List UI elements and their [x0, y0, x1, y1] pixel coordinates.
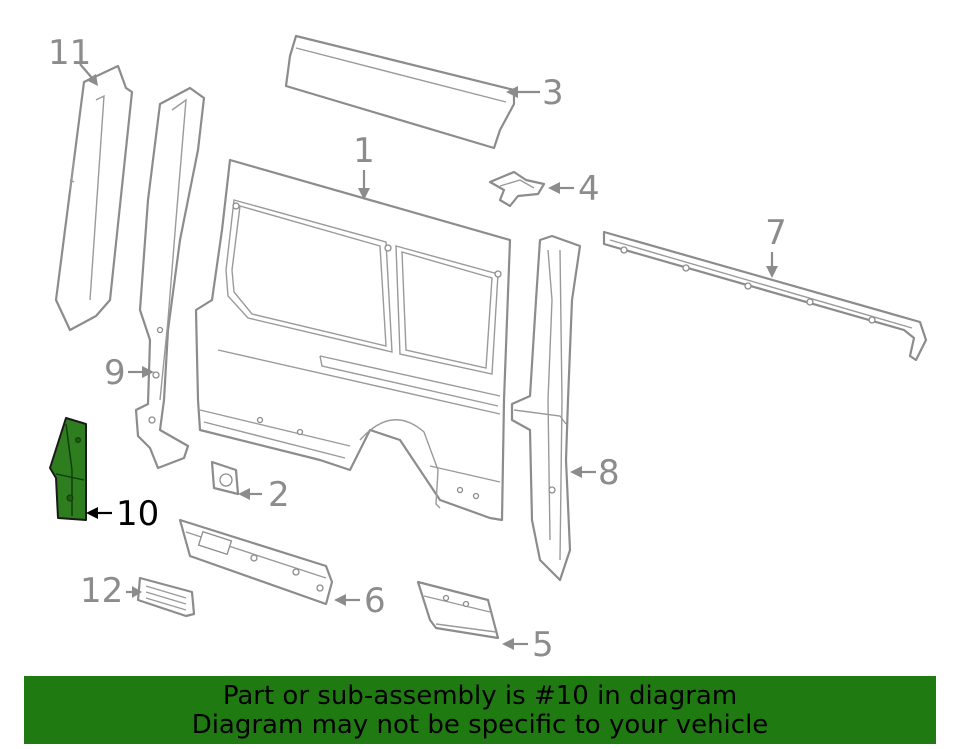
- part-3-roof-rail[interactable]: [284, 34, 516, 150]
- part-2-plate[interactable]: [210, 460, 240, 496]
- callout-9[interactable]: 9: [104, 353, 126, 393]
- part-9-pillar-reinforcement[interactable]: [134, 86, 206, 470]
- leader-lines: [79, 63, 778, 650]
- callout-11[interactable]: 11: [48, 33, 91, 73]
- part-5-lower-panel[interactable]: [416, 580, 500, 640]
- part-1-side-panel[interactable]: [194, 158, 512, 522]
- callout-10[interactable]: 10: [116, 494, 159, 534]
- parts-diagram: 1 2 3 4 5 6 7 8 9 10 11 12: [48, 33, 928, 665]
- part-4-bracket[interactable]: [488, 170, 546, 208]
- callout-1[interactable]: 1: [353, 131, 375, 171]
- part-10-highlighted[interactable]: [49, 417, 87, 521]
- callout-6[interactable]: 6: [364, 581, 386, 621]
- part-6-sill-reinforcement[interactable]: [178, 518, 334, 606]
- part-7-drip-rail[interactable]: [602, 230, 928, 362]
- callout-4[interactable]: 4: [578, 169, 600, 209]
- callout-7[interactable]: 7: [765, 213, 787, 253]
- part-8-rear-pillar[interactable]: [510, 234, 582, 582]
- callout-12[interactable]: 12: [80, 571, 123, 611]
- callout-2[interactable]: 2: [268, 475, 290, 515]
- callout-5[interactable]: 5: [532, 625, 554, 665]
- info-banner: Part or sub-assembly is #10 in diagram D…: [24, 676, 936, 744]
- part-11-pillar-trim[interactable]: [54, 64, 134, 332]
- callout-3[interactable]: 3: [542, 73, 564, 113]
- banner-line-2: Diagram may not be specific to your vehi…: [191, 710, 769, 740]
- callout-8[interactable]: 8: [598, 453, 620, 493]
- part-12-vent[interactable]: [136, 576, 196, 618]
- banner-line-1: Part or sub-assembly is #10 in diagram: [222, 681, 738, 711]
